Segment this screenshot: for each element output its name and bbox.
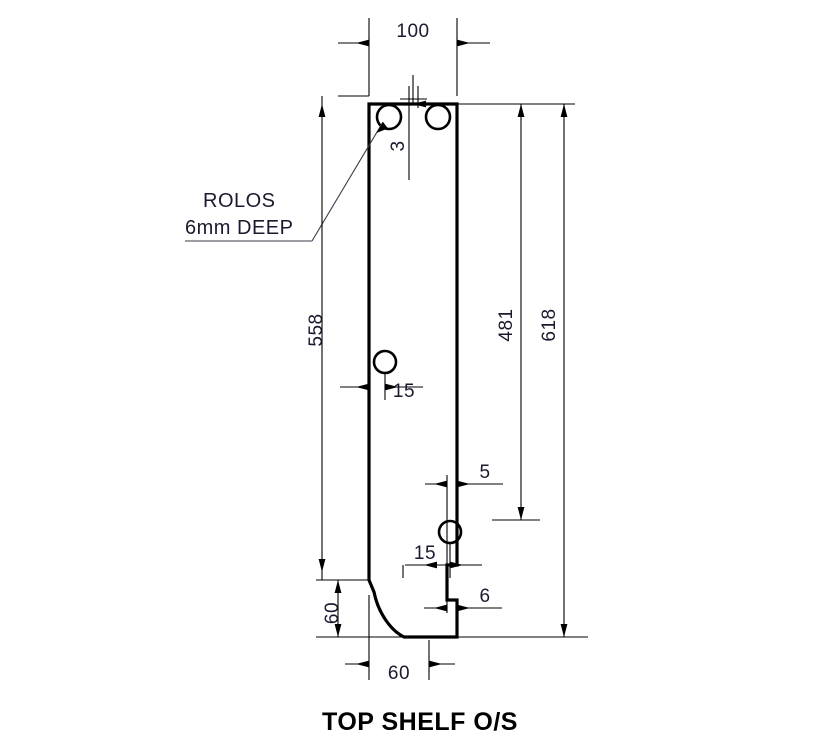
dim-label-right-inner: 481 — [496, 308, 517, 341]
dimension-bottom-left-height: 60 — [316, 580, 404, 638]
dim-label-right-overall: 618 — [539, 308, 560, 341]
dimension-top-hole-offset: 3 — [388, 75, 427, 180]
dimension-top-width: 100 — [338, 18, 490, 96]
dim-label-low-hole-offset: 15 — [414, 543, 436, 564]
dim-label-top-hole-offset: 3 — [388, 140, 409, 151]
dim-label-top-width: 100 — [396, 21, 429, 42]
dimension-bottom-width: 60 — [345, 595, 455, 684]
dimension-left-overall: 558 — [306, 95, 369, 581]
dim-label-mid-hole-offset: 15 — [393, 381, 415, 402]
dim-label-step-width: 5 — [479, 462, 490, 483]
note-rolos: ROLOS 6mm DEEP — [185, 121, 388, 242]
dim-label-notch-width: 6 — [479, 586, 490, 607]
note-line-1: ROLOS — [203, 190, 276, 212]
dimension-right-overall: 618 — [457, 104, 588, 638]
drawing-title: TOP SHELF O/S — [322, 708, 518, 736]
dim-label-bottom-left-height: 60 — [322, 602, 343, 624]
dimension-mid-hole-offset: 15 — [340, 362, 423, 402]
dim-label-left-overall: 558 — [306, 313, 327, 346]
dimension-step-width: 5 — [425, 462, 503, 565]
dimension-notch-width: 6 — [424, 586, 502, 613]
note-line-2: 6mm DEEP — [185, 217, 293, 239]
top-right-hole — [424, 103, 452, 131]
middle-hole — [372, 349, 398, 375]
part-profile — [367, 102, 459, 639]
dimension-low-hole-offset: 15 — [402, 543, 482, 578]
hole-group — [372, 103, 463, 545]
dimension-right-inner: 481 — [457, 103, 575, 521]
top-left-hole — [375, 103, 403, 131]
dim-label-bottom-width: 60 — [388, 663, 410, 684]
